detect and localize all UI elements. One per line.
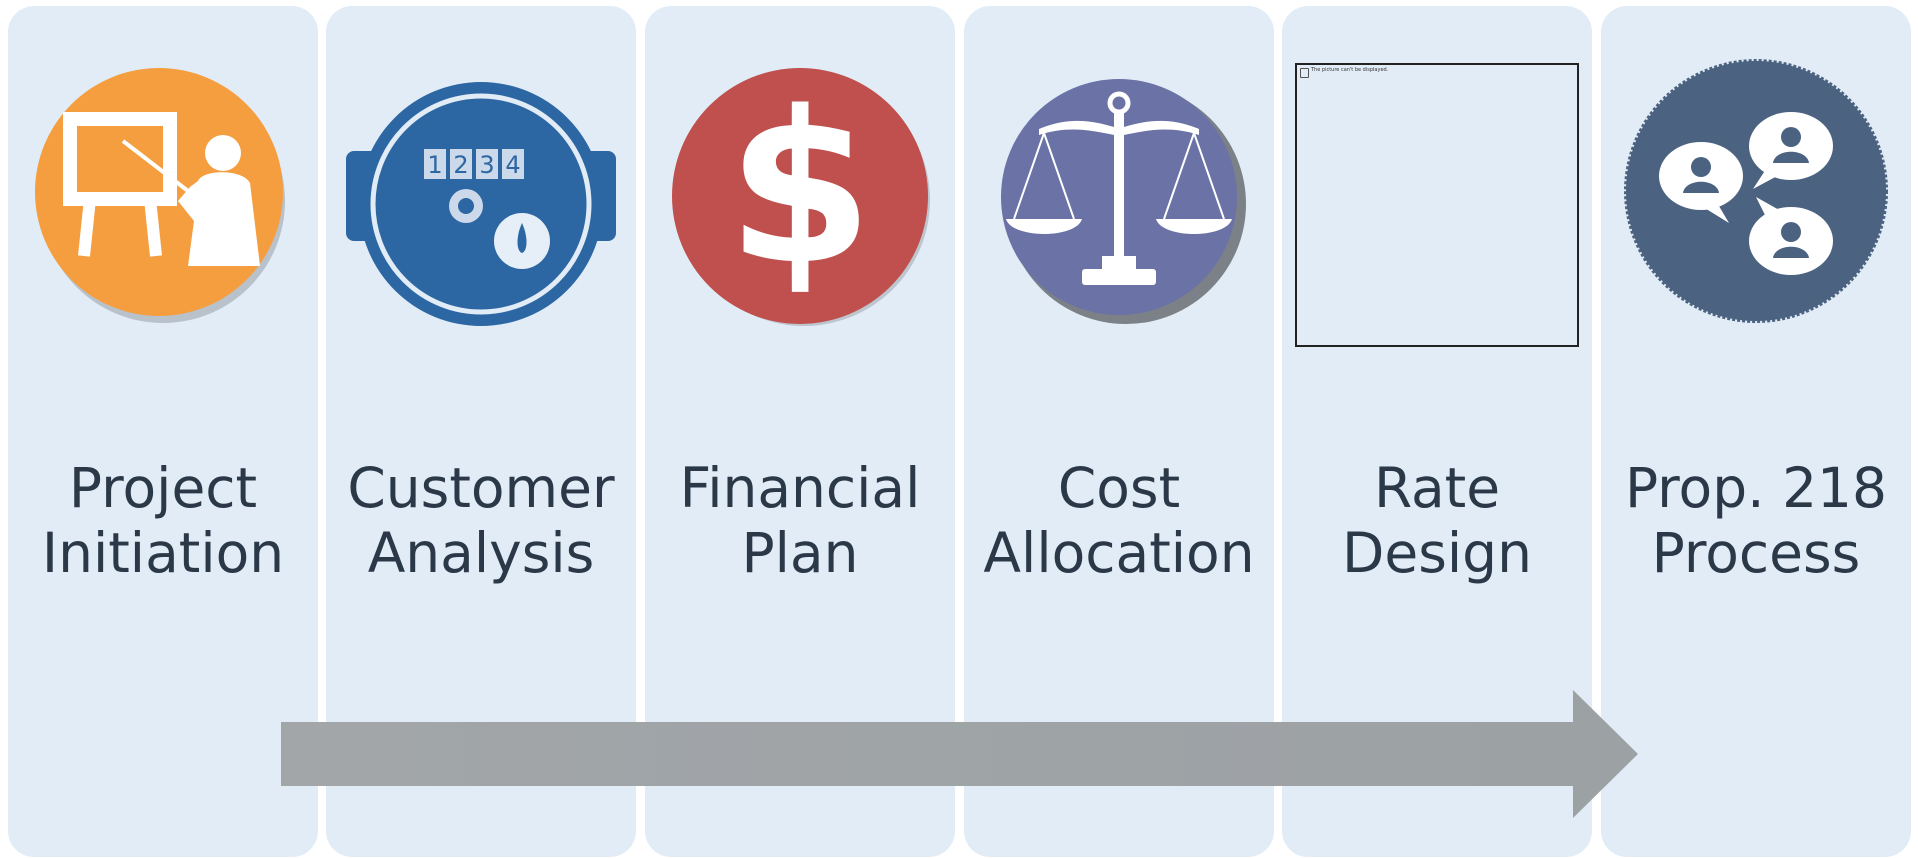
broken-image-alt-text: The picture can't be displayed. <box>1311 67 1389 73</box>
dollar-icon: $ <box>665 61 935 331</box>
broken-image-glyph-icon <box>1300 68 1309 78</box>
meter-digit: 3 <box>479 151 494 179</box>
meter-digit: 1 <box>427 151 442 179</box>
meter-digit: 2 <box>453 151 468 179</box>
speech-bubbles-icon <box>1621 59 1891 331</box>
water-meter-icon: 1 2 3 4 <box>346 61 616 331</box>
scales-icon <box>984 61 1254 331</box>
broken-image-icon: The picture can't be displayed. <box>1295 63 1579 347</box>
meter-digit: 4 <box>505 151 520 179</box>
svg-text:$: $ <box>727 66 873 311</box>
presentation-icon <box>28 61 298 331</box>
